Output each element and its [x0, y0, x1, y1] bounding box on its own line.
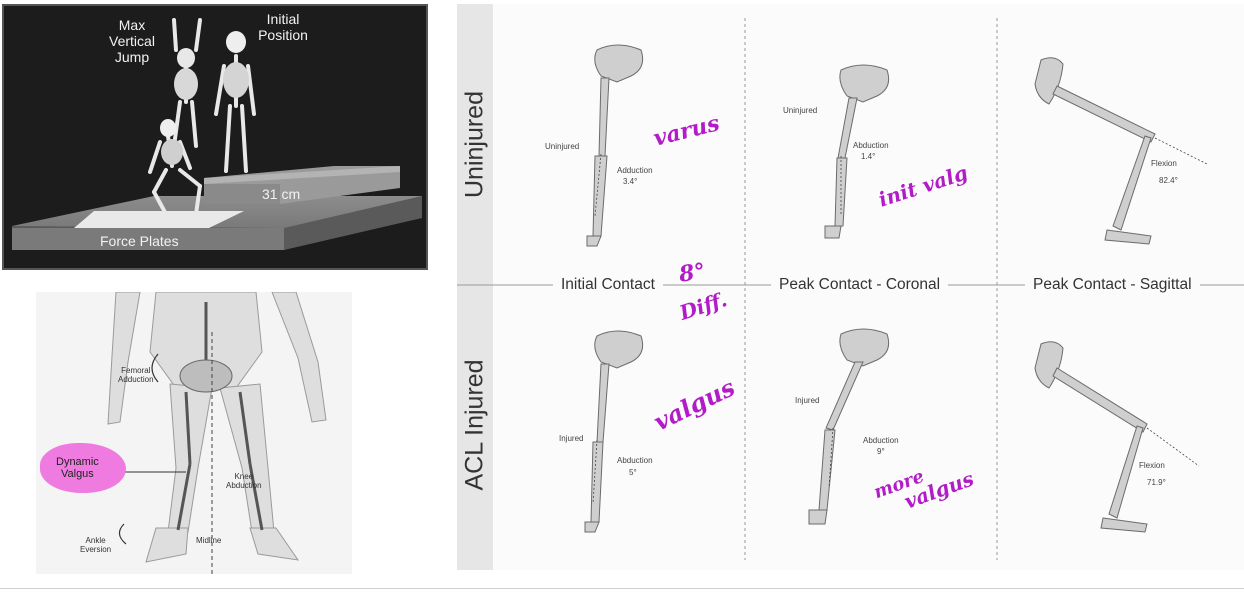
bone-illustrations — [457, 4, 1244, 570]
angle-i-sagittal: 71.9° — [1147, 478, 1166, 487]
angle-name-i-coronal: Abduction — [863, 436, 899, 445]
angle-i-initial: 5° — [629, 468, 637, 477]
left-arm — [108, 292, 140, 424]
annotation-8-degree: 8° — [677, 258, 707, 287]
pelvis-u-coronal — [840, 65, 889, 102]
dynamic-valgus-illustration: Femoral Adduction Knee Abduction Ankle E… — [36, 292, 352, 574]
right-foot — [250, 528, 298, 560]
angle-u-sagittal: 82.4° — [1159, 176, 1178, 185]
angle-name-u-initial: Adduction — [617, 166, 653, 175]
left-foot — [146, 528, 188, 562]
angle-name-i-sagittal: Flexion — [1139, 461, 1165, 470]
knee-abduction-label: Knee Abduction — [226, 472, 262, 490]
jump-test-illustration: Max Vertical Jump Initial Position 31 cm… — [2, 4, 428, 270]
angle-name-u-coronal: Abduction — [853, 141, 889, 150]
pelvis-i-sagittal — [1035, 342, 1063, 388]
box-height-label: 31 cm — [262, 186, 300, 202]
label-u-coronal: Uninjured — [783, 106, 817, 115]
femoral-adduction-label: Femoral Adduction — [118, 366, 154, 384]
acl-comparison-figure: Uninjured ACL Injured Initial Contact Pe… — [457, 4, 1244, 570]
pelvis-i-coronal — [840, 329, 889, 366]
dynamic-valgus-label: Dynamic Valgus — [56, 456, 99, 480]
midline-label: Midline — [196, 536, 221, 545]
angle-i-coronal: 9° — [877, 447, 885, 456]
right-leg — [220, 384, 274, 532]
angle-u-coronal: 1.4° — [861, 152, 875, 161]
jump-scene-graphic — [4, 6, 428, 270]
label-u-initial: Uninjured — [545, 142, 579, 151]
angle-name-i-initial: Abduction — [617, 456, 653, 465]
valgus-body-graphic — [36, 292, 352, 574]
force-plates-label: Force Plates — [100, 233, 179, 249]
pelvis-u-initial — [595, 45, 643, 82]
ankle-eversion-label: Ankle Eversion — [80, 536, 111, 554]
bottom-divider — [0, 588, 1244, 589]
angle-u-initial: 3.4° — [623, 177, 637, 186]
angle-name-u-sagittal: Flexion — [1151, 159, 1177, 168]
pelvis-i-initial — [595, 331, 643, 368]
max-jump-label: Max Vertical Jump — [102, 17, 162, 65]
initial-position-label: Initial Position — [250, 11, 316, 43]
right-arm — [272, 292, 326, 422]
label-i-coronal: Injured — [795, 396, 819, 405]
label-i-initial: Injured — [559, 434, 583, 443]
